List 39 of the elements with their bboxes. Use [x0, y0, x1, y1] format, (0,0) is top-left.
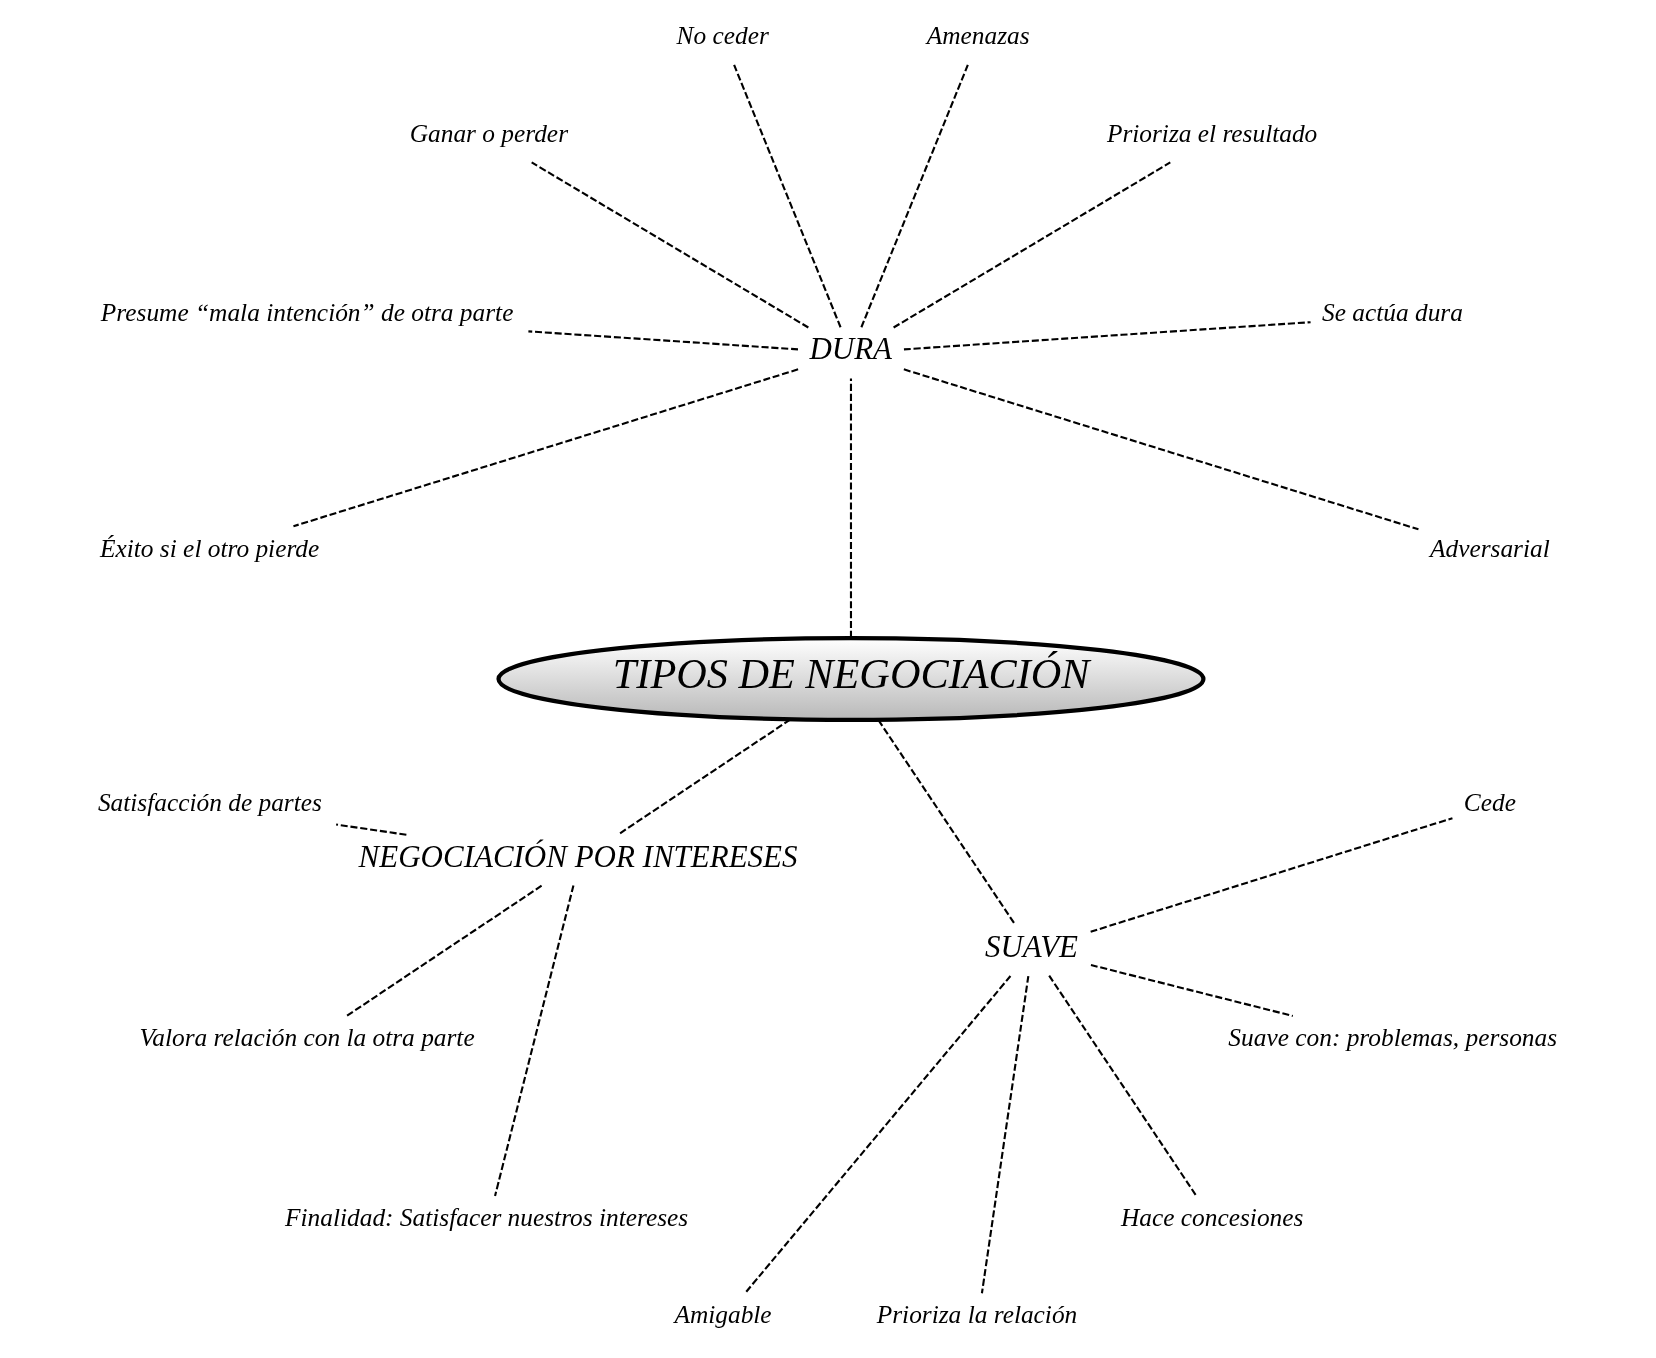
connector: [849, 378, 853, 638]
connector: [528, 330, 799, 351]
node-text: DURA: [809, 331, 893, 367]
node-text: No ceder: [676, 21, 769, 50]
node-text: Prioriza la relación: [876, 1300, 1078, 1329]
connector: [860, 64, 969, 328]
node-text: Éxito si el otro pierde: [100, 533, 320, 562]
connector: [346, 884, 543, 1017]
node-text: Finalidad: Satisfacer nuestros intereses: [285, 1203, 689, 1232]
connector: [335, 823, 407, 836]
node-ellipse: TIPOS DE NEGOCIACIÓN: [496, 636, 1206, 722]
node-text: Prioriza el resultado: [1106, 118, 1318, 147]
connector: [1090, 963, 1294, 1017]
node-text: Satisfacción de partes: [97, 788, 322, 817]
node-text: NEGOCIACIÓN POR INTERESES: [358, 838, 798, 874]
connector: [903, 321, 1311, 351]
connector: [980, 975, 1030, 1294]
node-text: Se actúa dura: [1322, 298, 1463, 327]
node-text: Suave con: problemas, personas: [1228, 1023, 1558, 1052]
connector: [617, 718, 791, 836]
connector: [744, 975, 1012, 1294]
node-text: Amenazas: [926, 21, 1030, 50]
node-text: SUAVE: [984, 928, 1079, 964]
node-text: Presume “mala intención” de otra parte: [100, 298, 514, 327]
connector: [293, 368, 799, 528]
connector: [733, 64, 842, 328]
connector: [893, 161, 1171, 329]
connector: [1048, 975, 1198, 1197]
connector: [531, 161, 809, 329]
node-text: Amigable: [674, 1300, 772, 1329]
node-text: Hace concesiones: [1121, 1203, 1304, 1232]
node-text: Cede: [1463, 788, 1516, 817]
connector: [1090, 817, 1453, 933]
node-text: Adversarial: [1430, 533, 1550, 562]
node-text: Ganar o perder: [409, 118, 568, 147]
connector: [494, 885, 575, 1197]
connector: [877, 719, 1016, 926]
connector: [903, 368, 1419, 531]
node-text: Valora relación con la otra parte: [139, 1023, 475, 1052]
